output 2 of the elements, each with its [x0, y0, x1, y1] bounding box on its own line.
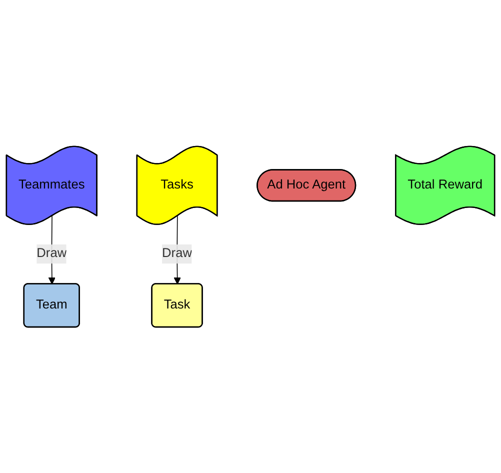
edge-label: Draw — [162, 246, 192, 260]
edge-label: Draw — [36, 246, 67, 260]
